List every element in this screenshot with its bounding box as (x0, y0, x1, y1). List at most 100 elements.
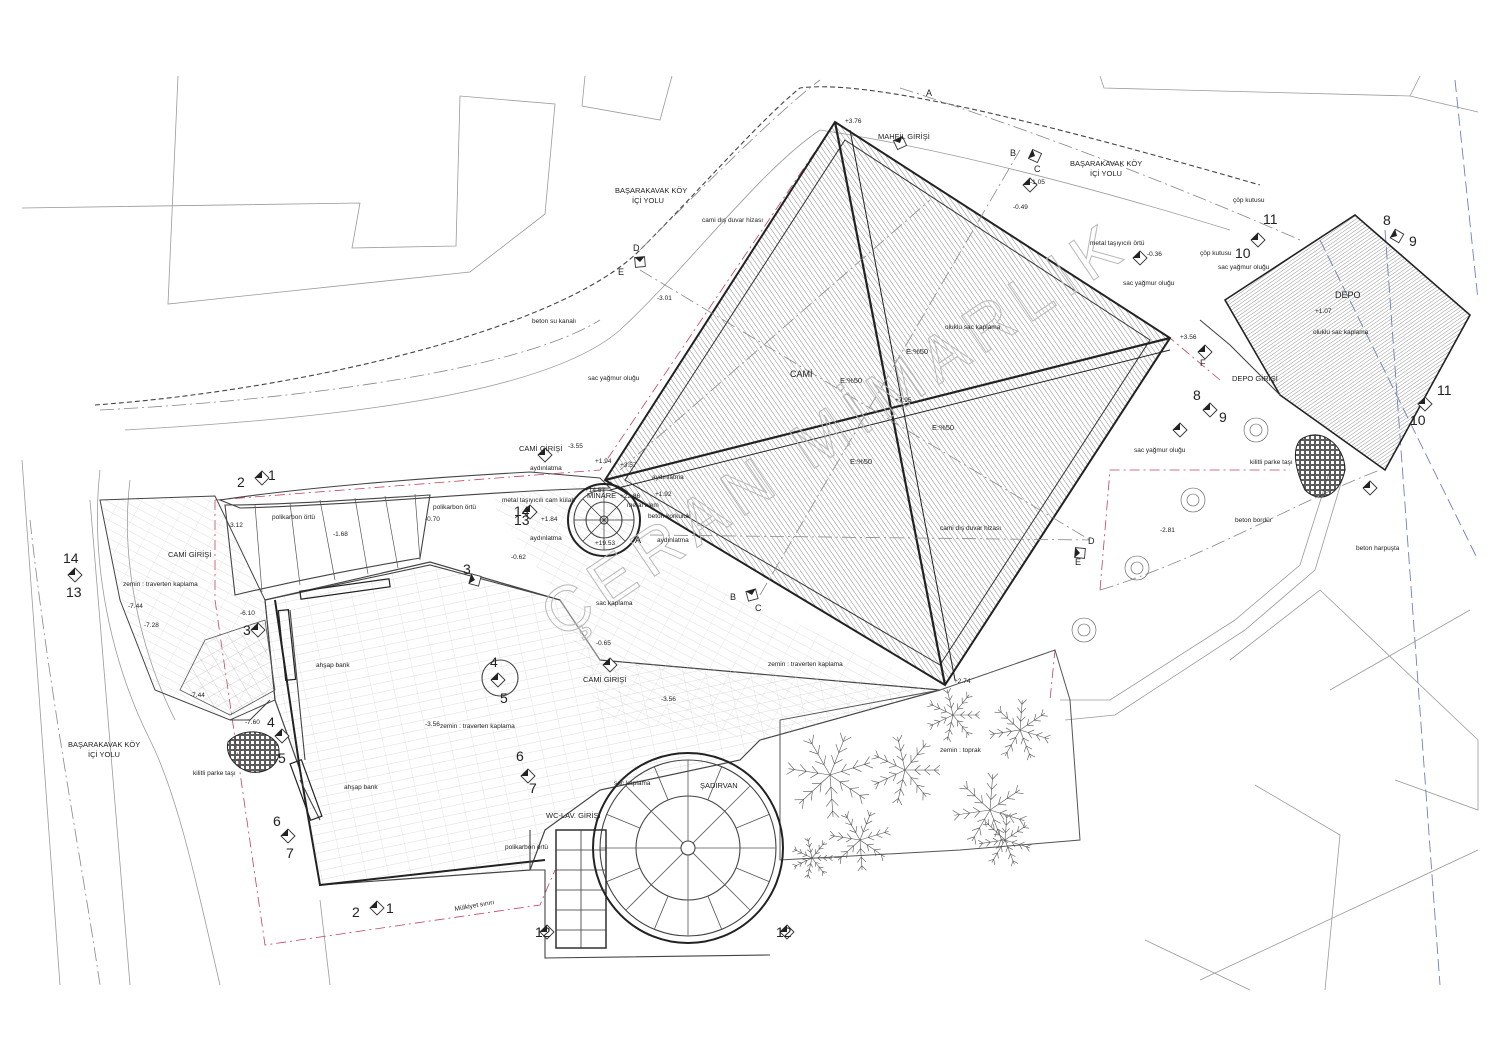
wall-line-label-1: cami dış duvar hizası (702, 217, 763, 224)
section-arrow (1417, 396, 1433, 412)
wc-canopy (529, 829, 771, 959)
fountain (592, 752, 784, 944)
section-arrow (1022, 177, 1038, 193)
section-arrow (468, 573, 482, 587)
slope-label-2: E:%50 (906, 347, 928, 356)
section-d: D (633, 243, 640, 253)
section-arrow (1202, 402, 1218, 418)
section-7a: 7 (529, 780, 537, 796)
plaza-walls (230, 564, 601, 887)
section-arrow (522, 504, 538, 520)
section-arrow (745, 588, 759, 602)
mahfil-entrance-label: MAHFİL GİRİŞİ (878, 132, 930, 141)
section-arrow (520, 768, 536, 784)
minare-label: MİNARE (587, 491, 616, 500)
road-label-right: BAŞARAKAVAK KÖY (1070, 159, 1142, 168)
lighting-label-1: aydınlatma (530, 465, 562, 472)
section-13a: 13 (514, 512, 530, 528)
section-b2: B (730, 592, 736, 602)
section-6b: 6 (273, 813, 281, 829)
garden-tree (927, 688, 980, 742)
section-arrow (1074, 547, 1086, 559)
level-4: -0.36 (1147, 251, 1162, 258)
section-10a: 10 (1235, 245, 1251, 261)
section-arrow (892, 135, 908, 151)
section-5a: 5 (500, 690, 508, 706)
section-8b: 8 (1193, 387, 1201, 403)
section-arrow (280, 828, 296, 844)
floor-label-2: zemin : traverten kaplama (440, 723, 515, 730)
paver-label-2: kilitli parke taşı (1250, 459, 1293, 466)
section-11a: 11 (1263, 211, 1278, 227)
section-3b: 3 (243, 622, 251, 638)
slope-label-1: E:%50 (840, 376, 862, 385)
section-arrow (537, 447, 553, 463)
road-label-left: BAŞARAKAVAK KÖY (68, 740, 140, 749)
garden-tree (977, 812, 1032, 867)
cobble-area-left (226, 731, 280, 773)
section-arrow (1132, 250, 1148, 266)
cami-entrance-label-3: CAMİ GİRİŞİ (583, 675, 626, 684)
level-27: -0.65 (596, 640, 611, 647)
level-9: -3.55 (568, 443, 583, 450)
sadirvan-label: ŞADIRVAN (700, 781, 738, 790)
section-arrow (254, 470, 270, 486)
section-12a: 12 (535, 924, 551, 940)
section-e: E (618, 267, 624, 277)
grid-lines (1319, 79, 1479, 986)
section-12b: 12 (776, 924, 792, 940)
section-arrow (779, 924, 795, 940)
section-arrow (369, 900, 385, 916)
railing-label: beton korkuluk (648, 513, 691, 520)
depo-label: DEPO (1335, 290, 1361, 300)
section-arrow (1197, 344, 1213, 360)
section-d2: D (1088, 536, 1095, 546)
plaza-paving (99, 480, 941, 886)
section-c2: C (755, 603, 762, 613)
level-19: -1.68 (333, 531, 348, 538)
garden-tree (828, 809, 891, 872)
curb-label: beton bordür (1235, 517, 1273, 524)
level-21: -2.81 (1160, 527, 1175, 534)
lighting-label-2: aydınlatma (652, 474, 684, 481)
level-17: -0.62 (511, 554, 526, 561)
level-6: +3.56 (1180, 334, 1197, 341)
level-25: -7.44 (190, 692, 205, 699)
level-11: +3.57 (620, 462, 637, 469)
corrugated-label-1: oluklu sac kaplama (945, 324, 1001, 331)
section-13b: 13 (66, 584, 82, 600)
section-4b: 4 (267, 714, 275, 730)
section-5b: 5 (278, 750, 286, 766)
lighting-label-4: aydınlatma (657, 537, 689, 544)
section-11b: 11 (1437, 382, 1452, 398)
section-8a: 8 (1383, 212, 1391, 228)
depot-roof (1060, 213, 1472, 721)
level-8: +7.95 (895, 397, 912, 404)
metal-alem-label: metal alem (627, 502, 659, 509)
section-arrow (1027, 148, 1043, 164)
section-arrow (490, 672, 506, 688)
section-14a: 14 (514, 503, 530, 519)
benches (277, 578, 391, 822)
section-arrow (1389, 228, 1405, 244)
level-24: -7.28 (144, 622, 159, 629)
level-23: -7.44 (128, 603, 143, 610)
polycarbonate-label-1: polikarbon örtü (272, 514, 315, 521)
floor-label-1: zemin : traverten kaplama (123, 581, 198, 588)
level-20: -0.70 (425, 516, 440, 523)
polycarbonate-label-3: polikarbon örtü (505, 844, 548, 851)
sheet-label-2: sac kaplama (614, 780, 651, 787)
level-13: +22.86 (620, 493, 640, 500)
section-1a: 1 (268, 467, 276, 483)
level-7: +1.07 (1315, 308, 1332, 315)
wall-line-label-2: cami dış duvar hizası (940, 525, 1001, 532)
trash-label-2: çöp kutusu (1200, 250, 1232, 257)
section-arrow (250, 622, 266, 638)
gutter-label-2: sac yağmur oluğu (1123, 280, 1175, 287)
section-9b: 9 (1219, 409, 1227, 425)
soil-label: zemin : toprak (940, 747, 982, 754)
section-10b: 10 (1410, 412, 1426, 428)
section-4a: 4 (490, 654, 498, 670)
road-label-top: BAŞARAKAVAK KÖY (615, 186, 687, 195)
cami-entrance-label-2: CAMİ GİRİŞİ (168, 550, 211, 559)
